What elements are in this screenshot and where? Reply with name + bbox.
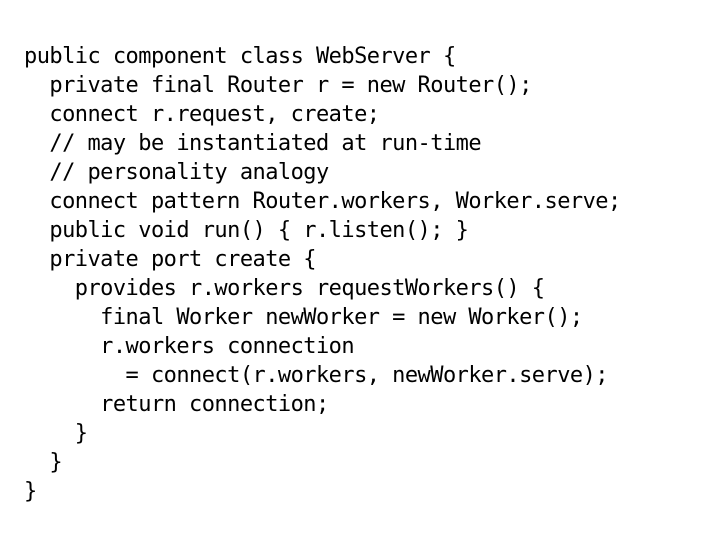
code-line: connect pattern Router.workers, Worker.s…: [24, 189, 621, 214]
code-line: public void run() { r.listen(); }: [24, 218, 469, 243]
code-line: }: [24, 450, 63, 475]
code-line: = connect(r.workers, newWorker.serve);: [24, 363, 609, 388]
code-block: public component class WebServer { priva…: [24, 42, 720, 506]
code-line: final Worker newWorker = new Worker();: [24, 305, 583, 330]
code-line: private port create {: [24, 247, 316, 272]
code-line: connect r.request, create;: [24, 102, 380, 127]
code-line: private final Router r = new Router();: [24, 73, 532, 98]
code-line: r.workers connection: [24, 334, 355, 359]
code-line: // may be instantiated at run-time: [24, 131, 482, 156]
code-line: // personality analogy: [24, 160, 329, 185]
code-line: provides r.workers requestWorkers() {: [24, 276, 545, 301]
code-line: public component class WebServer {: [24, 44, 456, 69]
code-line: }: [24, 479, 37, 504]
code-line: }: [24, 421, 88, 446]
code-line: return connection;: [24, 392, 329, 417]
